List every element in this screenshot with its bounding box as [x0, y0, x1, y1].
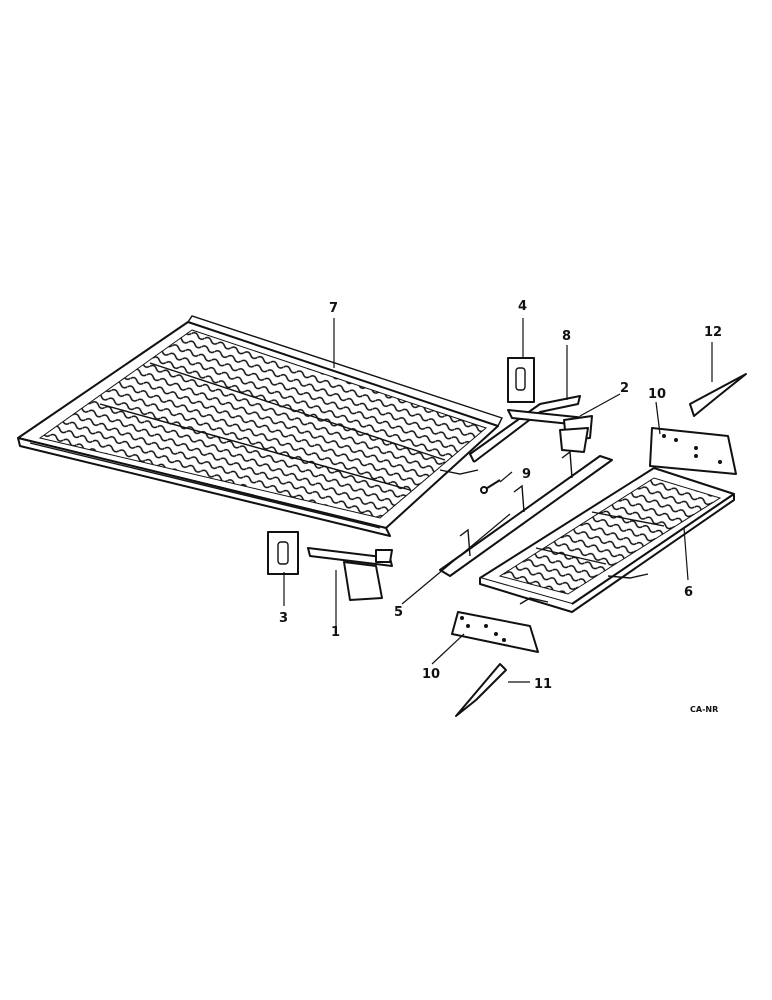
- callout-11: 11: [534, 677, 552, 692]
- bracket-1: [307, 547, 393, 601]
- callout-2: 2: [620, 381, 629, 396]
- wedge-12: [689, 373, 747, 417]
- drawing-code: CA-NR: [690, 705, 718, 714]
- side-plate-10-upper: [649, 427, 737, 475]
- callout-3: 3: [279, 611, 288, 626]
- callout-5: 5: [394, 605, 403, 620]
- small-sieve: [479, 467, 735, 613]
- side-rail-5: [439, 450, 613, 577]
- callout-4: 4: [518, 299, 527, 314]
- plate-4: [507, 357, 535, 403]
- callout-9: 9: [522, 467, 531, 482]
- bolt-9: [480, 479, 501, 494]
- leader-lines: [283, 318, 713, 683]
- large-sieve: [17, 315, 503, 537]
- callout-8: 8: [562, 329, 571, 344]
- callout-10-upper: 10: [648, 387, 666, 402]
- bracket-2: [507, 409, 593, 453]
- wedge-11: [455, 663, 507, 717]
- callout-7: 7: [329, 301, 338, 316]
- plate-3: [267, 531, 299, 575]
- side-plate-10-lower: [451, 611, 539, 653]
- callout-1: 1: [331, 625, 340, 640]
- callout-12: 12: [704, 325, 722, 340]
- callout-6: 6: [684, 585, 693, 600]
- callout-10-lower: 10: [422, 667, 440, 682]
- rod-8: [469, 395, 581, 463]
